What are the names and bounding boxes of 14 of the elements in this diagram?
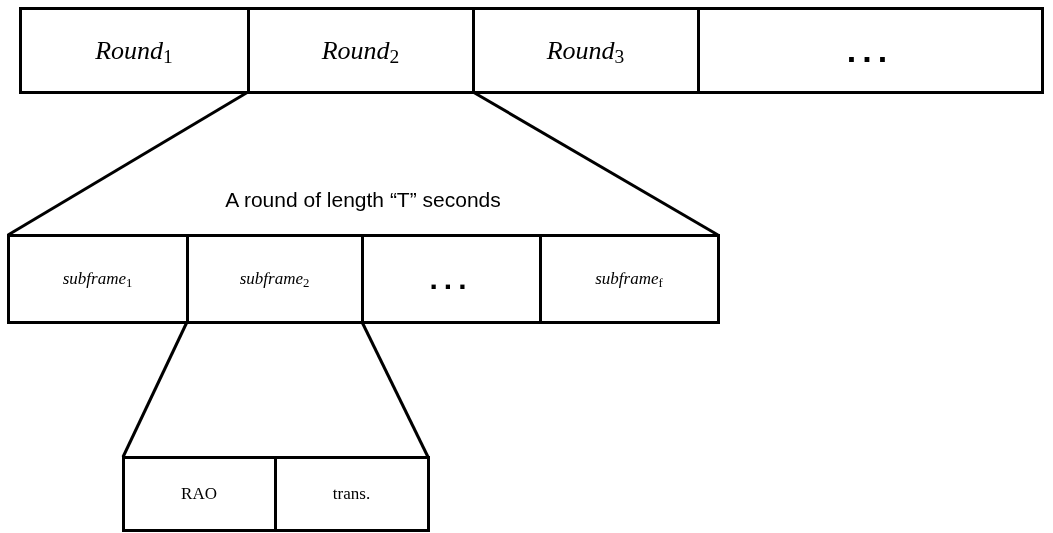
- segment-label: trans.: [332, 482, 371, 505]
- segment-box: [18, 6, 250, 94]
- segment-label: RAO: [181, 482, 217, 505]
- segment-label: Round$_{1}$: [95, 34, 173, 70]
- segment-label: subframe$_{2}$: [239, 267, 310, 292]
- segment-box: [121, 455, 277, 532]
- segment-label: subframe$_{1}$: [62, 267, 133, 292]
- segment-label: Round$_{2}$: [321, 34, 400, 70]
- caption-text: A round of length “T” seconds: [224, 187, 502, 213]
- segment-box: [6, 233, 189, 324]
- segment-label: Round$_{3}$: [546, 34, 625, 70]
- ellipsis: ...: [846, 29, 894, 71]
- ellipsis: ...: [429, 261, 473, 297]
- segment-label: subframe$_{f}$: [595, 267, 663, 292]
